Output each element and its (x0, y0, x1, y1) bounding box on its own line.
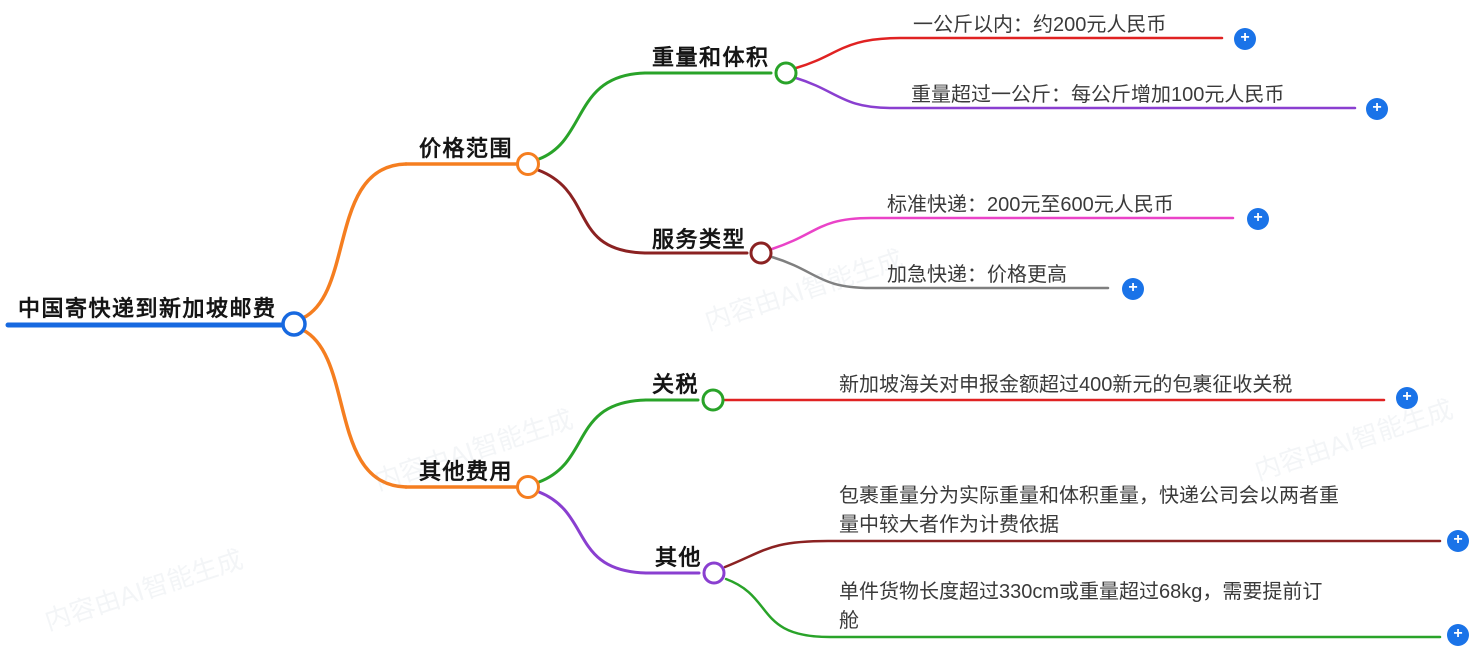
leaf-advance-booking[interactable]: 单件货物长度超过330cm或重量超过68kg，需要提前订舱 (839, 581, 1323, 632)
edge-root-other-fees (301, 328, 408, 489)
edge-leaf-advance-booking (724, 577, 1442, 639)
add-child-button-within-1kg[interactable]: + (1234, 28, 1256, 50)
leaf-over-1kg[interactable]: 重量超过一公斤：每公斤增加100元人民币 (911, 84, 1285, 106)
junction-other-fees[interactable] (516, 475, 540, 499)
topic-price-range[interactable]: 价格范围 (419, 136, 514, 161)
junction-root[interactable] (281, 311, 307, 337)
edge-price-range-weight-volume (537, 71, 647, 161)
add-child-button-over-1kg[interactable]: + (1366, 98, 1388, 120)
topic-weight-volume[interactable]: 重量和体积 (652, 45, 770, 70)
junction-service-type[interactable] (749, 241, 773, 265)
plus-icon: + (1453, 531, 1463, 548)
add-child-button-standard-express[interactable]: + (1247, 208, 1269, 230)
edge-other-fees-other (537, 490, 648, 575)
junction-price-range[interactable] (516, 152, 540, 176)
edge-leaf-standard-express (770, 216, 1235, 251)
leaf-customs-duty[interactable]: 新加坡海关对申报金额超过400新元的包裹征收关税 (839, 374, 1293, 396)
edge-price-range-service-type (536, 168, 647, 255)
edge-leaf-urgent-express (770, 255, 1110, 290)
topic-other[interactable]: 其他 (655, 545, 703, 570)
topic-other-fees[interactable]: 其他费用 (419, 459, 514, 484)
junction-customs[interactable] (701, 388, 725, 412)
add-child-button-billing-weight[interactable]: + (1447, 530, 1469, 552)
junction-other[interactable] (702, 561, 726, 585)
leaf-urgent-express[interactable]: 加急快递：价格更高 (887, 264, 1067, 286)
junction-weight-volume[interactable] (774, 61, 798, 85)
add-child-button-customs-duty[interactable]: + (1396, 387, 1418, 409)
plus-icon: + (1128, 279, 1138, 296)
add-child-button-advance-booking[interactable]: + (1447, 624, 1469, 646)
leaf-standard-express[interactable]: 标准快递：200元至600元人民币 (887, 194, 1174, 216)
edge-leaf-over-1kg (794, 76, 1357, 110)
edge-other-fees-customs (537, 398, 648, 484)
leaf-billing-weight[interactable]: 包裹重量分为实际重量和体积重量，快递公司会以两者重量中较大者作为计费依据 (839, 485, 1339, 536)
add-child-button-urgent-express[interactable]: + (1122, 278, 1144, 300)
leaf-within-1kg[interactable]: 一公斤以内：约200元人民币 (913, 14, 1167, 36)
topic-customs[interactable]: 关税 (652, 372, 700, 397)
plus-icon: + (1240, 29, 1250, 46)
root-topic[interactable]: 中国寄快递到新加坡邮费 (18, 296, 277, 321)
edge-leaf-billing-weight (723, 539, 1442, 569)
edge-root-price-range (301, 162, 408, 320)
plus-icon: + (1453, 625, 1463, 642)
topic-service-type[interactable]: 服务类型 (652, 227, 747, 252)
plus-icon: + (1402, 388, 1412, 405)
plus-icon: + (1372, 99, 1382, 116)
edge-leaf-within-1kg (794, 36, 1224, 70)
plus-icon: + (1253, 209, 1263, 226)
